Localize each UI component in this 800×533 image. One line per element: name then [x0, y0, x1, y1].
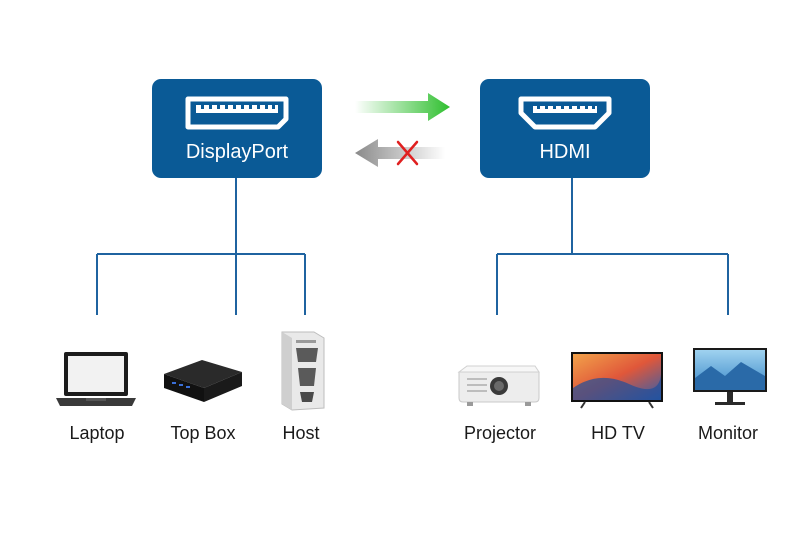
- cross-icon: [396, 140, 419, 166]
- hdmi-tree-line: [496, 178, 729, 315]
- tv-icon: [571, 352, 663, 409]
- device-label-hd-tv: HD TV: [591, 423, 645, 443]
- displayport-connector-icon: [185, 96, 289, 130]
- hdmi-connector-icon: [518, 96, 612, 130]
- tv-box-icon: [164, 360, 242, 402]
- monitor-icon: [693, 348, 767, 405]
- laptop-icon: [56, 352, 136, 406]
- hdmi-label: HDMI: [539, 141, 591, 163]
- displayport-label: DisplayPort: [185, 141, 289, 163]
- arrow-right-icon: [355, 93, 450, 121]
- projector-icon: [457, 365, 540, 406]
- arrow-left-icon: [355, 139, 445, 167]
- device-label-projector: Projector: [463, 423, 537, 443]
- device-label-monitor: Monitor: [697, 423, 759, 443]
- hdmi-box: HDMI: [480, 79, 650, 178]
- device-label-laptop: Laptop: [69, 423, 125, 443]
- displayport-tree-line: [96, 178, 306, 315]
- device-label-host: Host: [282, 423, 320, 443]
- device-label-top-box: Top Box: [170, 423, 236, 443]
- displayport-box: DisplayPort: [152, 79, 322, 178]
- desktop-tower-icon: [281, 331, 325, 411]
